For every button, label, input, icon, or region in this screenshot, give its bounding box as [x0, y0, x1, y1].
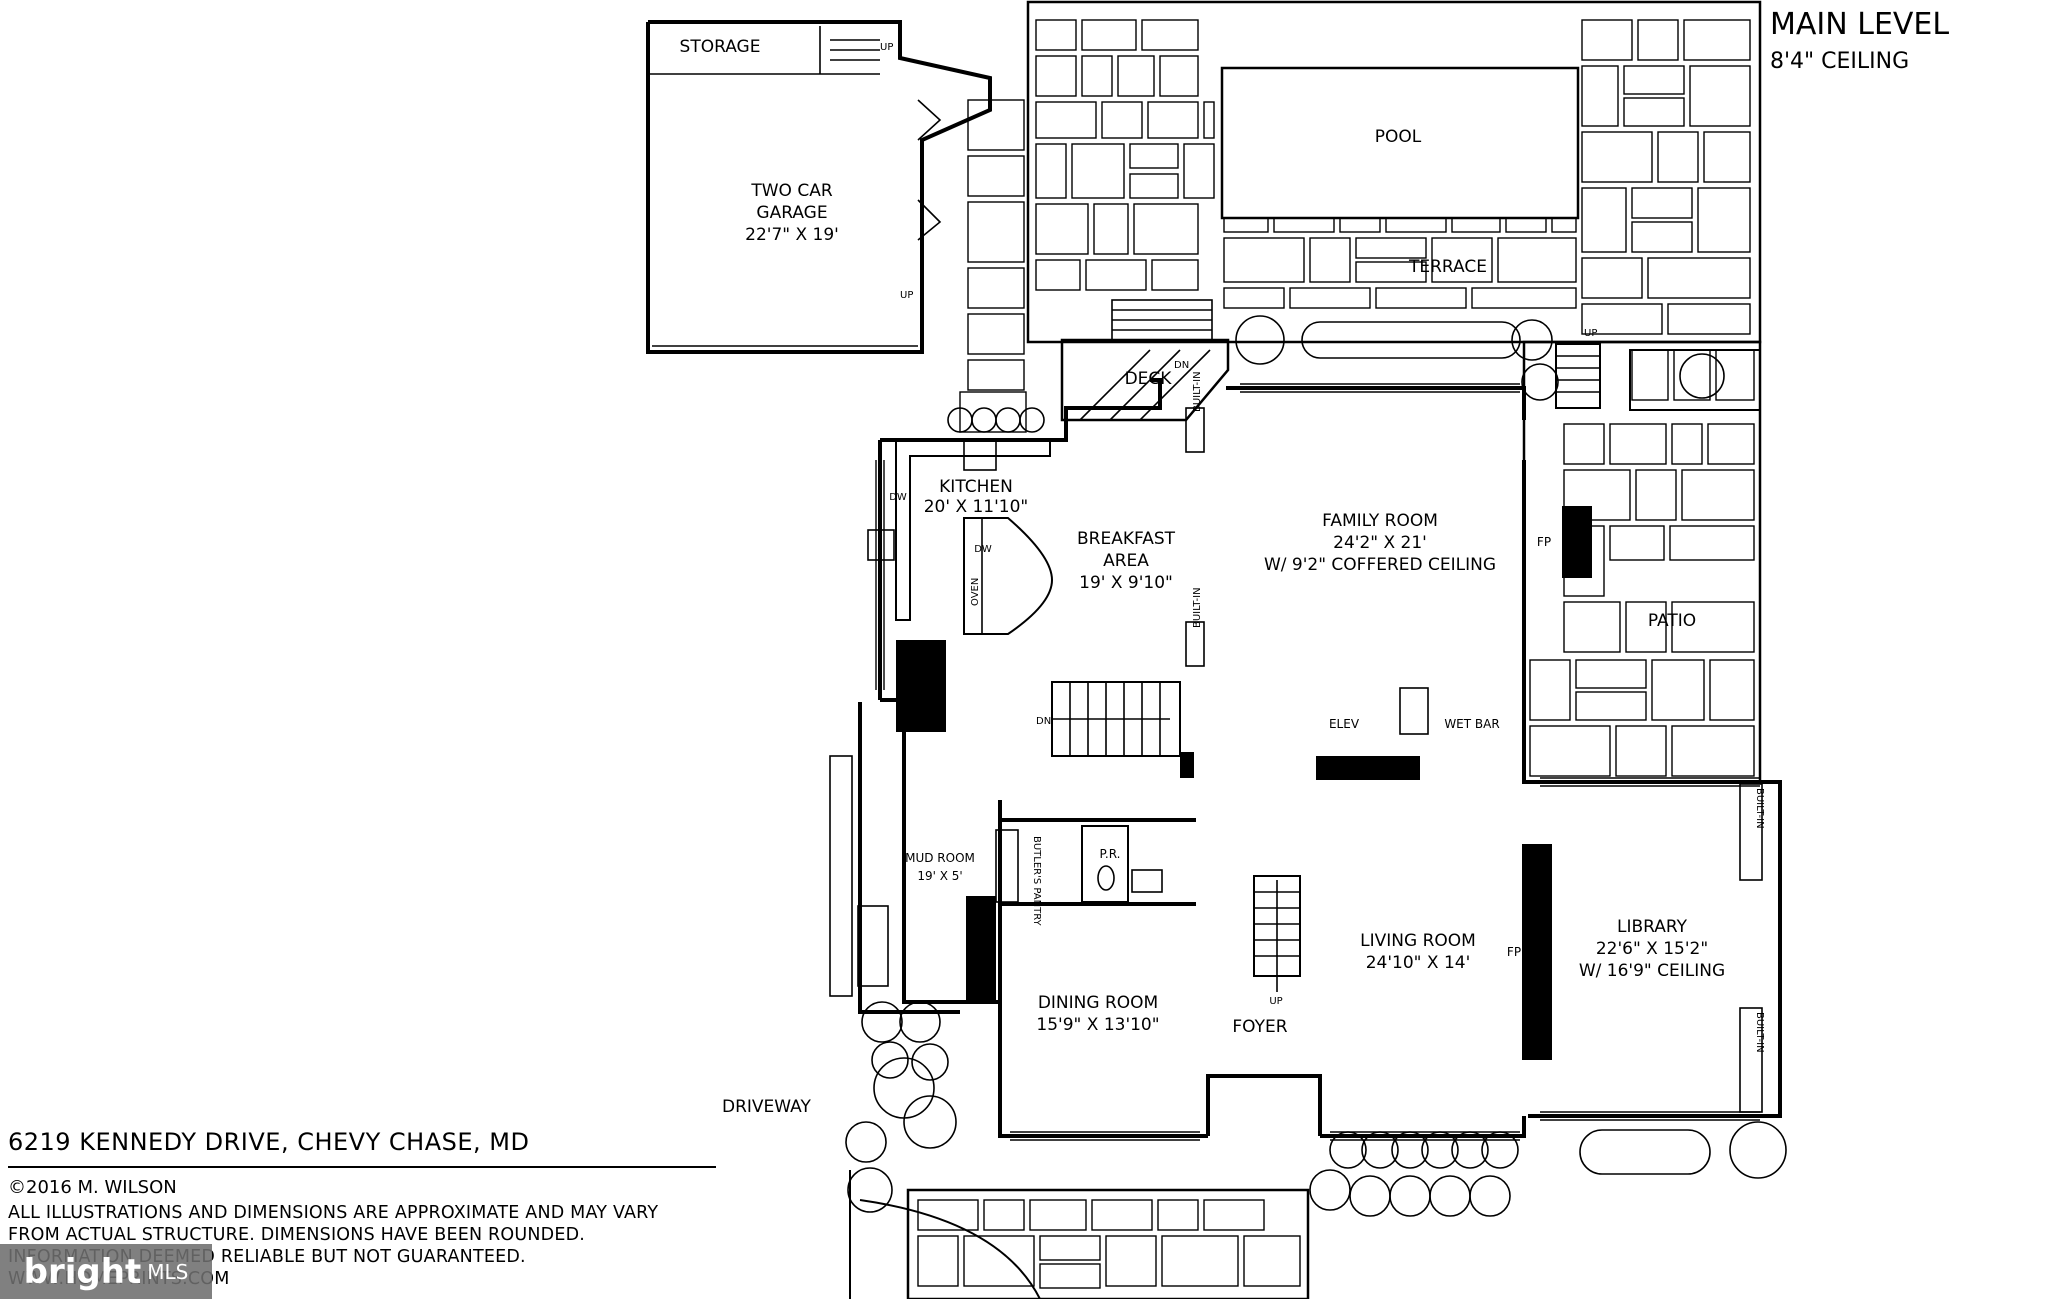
kitchen-island [963, 517, 1054, 635]
caption-divider [8, 1166, 716, 1168]
storage-label: STORAGE [680, 37, 761, 57]
kitchen-label: KITCHEN [939, 477, 1013, 497]
deck-label: DECK [1125, 369, 1173, 389]
garage-block [646, 20, 992, 354]
elevator-label: ELEV [1329, 717, 1360, 731]
butlers-pantry-counter [995, 829, 1019, 903]
wet-bar-sink [1399, 687, 1429, 735]
library-dimensions: 22'6" X 15'2" [1596, 939, 1708, 959]
library-built-in-label-1: BUILT-IN [1754, 788, 1765, 829]
powder-room-toilet [1097, 865, 1115, 891]
powder-room-enclosure [1081, 825, 1129, 903]
library-built-in-label-2: BUILT-IN [1754, 1012, 1765, 1053]
disclaimer-line: FROM ACTUAL STRUCTURE. DIMENSIONS HAVE B… [8, 1225, 586, 1245]
kitchen-sink [867, 529, 895, 561]
pool-label: POOL [1375, 127, 1422, 147]
foyer-stair-up-label: UP [1269, 996, 1282, 1007]
breakfast-dimensions: 19' X 9'10" [1079, 573, 1173, 593]
library-label: LIBRARY [1617, 917, 1688, 937]
family-fireplace-mass [1562, 506, 1592, 578]
pool-basin [1220, 66, 1580, 220]
copyright-notice: ©2016 M. WILSON [8, 1177, 177, 1198]
powder-room-label: P.R. [1100, 847, 1121, 861]
elevator-mass [1316, 756, 1420, 780]
windows [875, 383, 1760, 1141]
breakfast-label-2: AREA [1103, 551, 1149, 571]
family-room-dimensions: 24'2" X 21' [1333, 533, 1427, 553]
living-room-dimensions: 24'10" X 14' [1366, 953, 1471, 973]
refrigerator-mass [896, 640, 946, 732]
library-ceiling: W/ 16'9" CEILING [1579, 961, 1725, 981]
dishwasher-label: DW [974, 544, 992, 555]
bright-mls-logo: bright MLS [0, 1244, 212, 1299]
living-room-label: LIVING ROOM [1360, 931, 1476, 951]
terrace-label: TERRACE [1408, 257, 1487, 277]
patio-up-label: UP [1584, 328, 1597, 339]
family-room-label: FAMILY ROOM [1322, 511, 1438, 531]
deck-dn-label: DN [1174, 360, 1189, 371]
mud-room-dimensions: 19' X 5' [917, 869, 962, 883]
patio-stairs [1555, 343, 1601, 409]
disclaimer-line: ALL ILLUSTRATIONS AND DIMENSIONS ARE APP… [8, 1203, 659, 1223]
built-in-label-2: BUILT-IN [1192, 587, 1203, 628]
driveway-curve [859, 1199, 1041, 1299]
foyer-label: FOYER [1232, 1017, 1287, 1037]
living-fireplace-mass [1522, 844, 1552, 1060]
main-staircase [1051, 681, 1181, 757]
refrigerator-label: REF [909, 669, 932, 683]
property-address: 6219 KENNEDY DRIVE, CHEVY CHASE, MD [8, 1128, 530, 1156]
powder-room-vanity [1131, 869, 1163, 893]
side-steps [829, 755, 853, 997]
garage-label-1: TWO CAR [750, 181, 832, 201]
side-paving [959, 99, 1027, 433]
kitchen-dimensions: 20' X 11'10" [924, 497, 1029, 517]
family-fireplace-label: FP [1537, 535, 1551, 549]
dining-room-dimensions: 15'9" X 13'10" [1036, 1015, 1159, 1035]
patio-label: PATIO [1648, 611, 1696, 631]
foyer-staircase [1253, 875, 1301, 992]
built-in-label-1: BUILT-IN [1192, 371, 1203, 412]
stair-newel [1180, 752, 1194, 778]
breakfast-label-1: BREAKFAST [1077, 529, 1176, 549]
family-room-ceiling: W/ 9'2" COFFERED CEILING [1264, 555, 1496, 575]
kitchen-dishwasher-label: DW [889, 492, 907, 503]
butlers-pantry-label: BUTLER'S PANTRY [1031, 836, 1042, 927]
garage-up-label: UP [900, 290, 913, 301]
oven-label: OVEN [970, 578, 981, 606]
mud-room-label: MUD ROOM [905, 851, 975, 865]
wet-bar-label: WET BAR [1444, 717, 1499, 731]
built-in-cabinet-1 [1185, 407, 1205, 453]
living-fireplace-label: FP [1507, 945, 1521, 959]
deck [1060, 299, 1230, 422]
mud-room-cabinet [857, 905, 889, 987]
level-title: MAIN LEVEL [1770, 7, 1949, 42]
garage-dimensions: 22'7" X 19' [745, 225, 839, 245]
ceiling-height: 8'4" CEILING [1770, 49, 1909, 74]
dining-wall-mass [966, 896, 996, 1004]
built-in-cabinet-2 [1185, 621, 1205, 667]
garage-label-2: GARAGE [756, 203, 827, 223]
logo-brand: bright [23, 1251, 142, 1292]
dining-room-label: DINING ROOM [1038, 993, 1158, 1013]
main-stair-dn-label: DN [1036, 716, 1051, 727]
logo-suffix: MLS [147, 1259, 189, 1284]
library-built-in-1 [1739, 783, 1763, 881]
storage-up-label: UP [880, 42, 893, 53]
driveway-label: DRIVEWAY [722, 1097, 811, 1117]
cooktop [963, 439, 997, 471]
front-walk-paving [906, 1188, 1310, 1299]
